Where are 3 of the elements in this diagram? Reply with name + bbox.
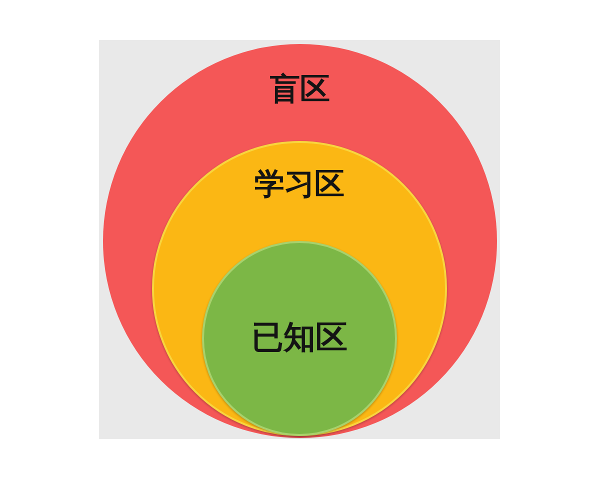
zone-label: 盲区 <box>270 72 330 108</box>
zone-label: 学习区 <box>254 167 344 203</box>
zone-label: 已知区 <box>252 318 348 356</box>
